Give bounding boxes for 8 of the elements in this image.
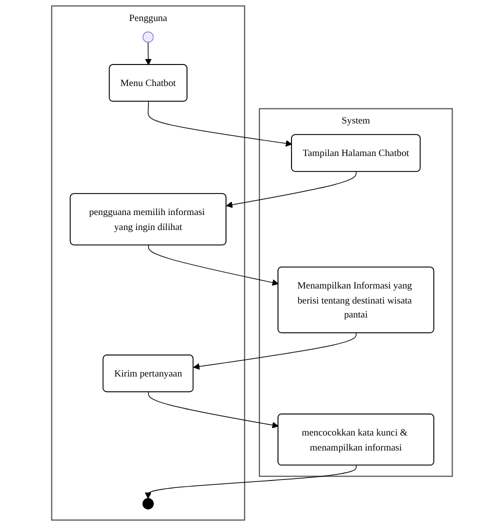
arrow [145,42,152,66]
node-circle [142,32,154,43]
arrow [193,332,357,370]
arrow [226,171,357,208]
arrow [148,244,279,286]
arrow [148,101,292,147]
arrow [148,392,279,428]
arrow [144,465,357,499]
